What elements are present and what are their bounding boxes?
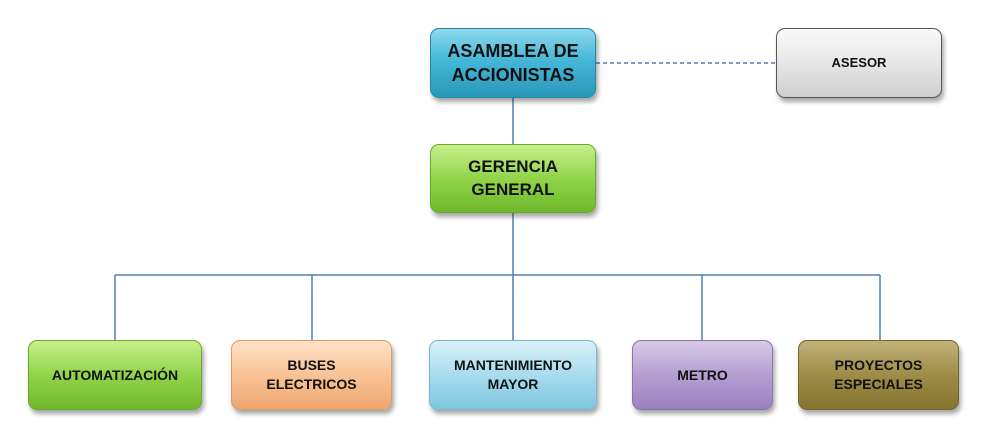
node-label: ASESOR	[831, 55, 887, 71]
node-label: MANTENIMIENTO MAYOR	[454, 357, 572, 392]
node-asamblea-de-accionistas[interactable]: ASAMBLEA DE ACCIONISTAS	[430, 28, 596, 98]
node-asesor[interactable]: ASESOR	[776, 28, 942, 98]
node-automatizacion[interactable]: AUTOMATIZACIÓN	[28, 340, 202, 410]
node-metro[interactable]: METRO	[632, 340, 773, 410]
node-label: METRO	[677, 366, 728, 383]
node-label: ASAMBLEA DE ACCIONISTAS	[447, 40, 579, 85]
node-label: BUSES ELECTRICOS	[266, 357, 357, 392]
node-mantenimiento-mayor[interactable]: MANTENIMIENTO MAYOR	[429, 340, 597, 410]
node-gerencia-general[interactable]: GERENCIA GENERAL	[430, 144, 596, 213]
node-label: AUTOMATIZACIÓN	[51, 366, 179, 383]
node-proyectos-especiales[interactable]: PROYECTOS ESPECIALES	[798, 340, 959, 410]
node-label: PROYECTOS ESPECIALES	[834, 357, 923, 392]
node-label: GERENCIA GENERAL	[468, 156, 558, 199]
node-buses-electricos[interactable]: BUSES ELECTRICOS	[231, 340, 392, 410]
